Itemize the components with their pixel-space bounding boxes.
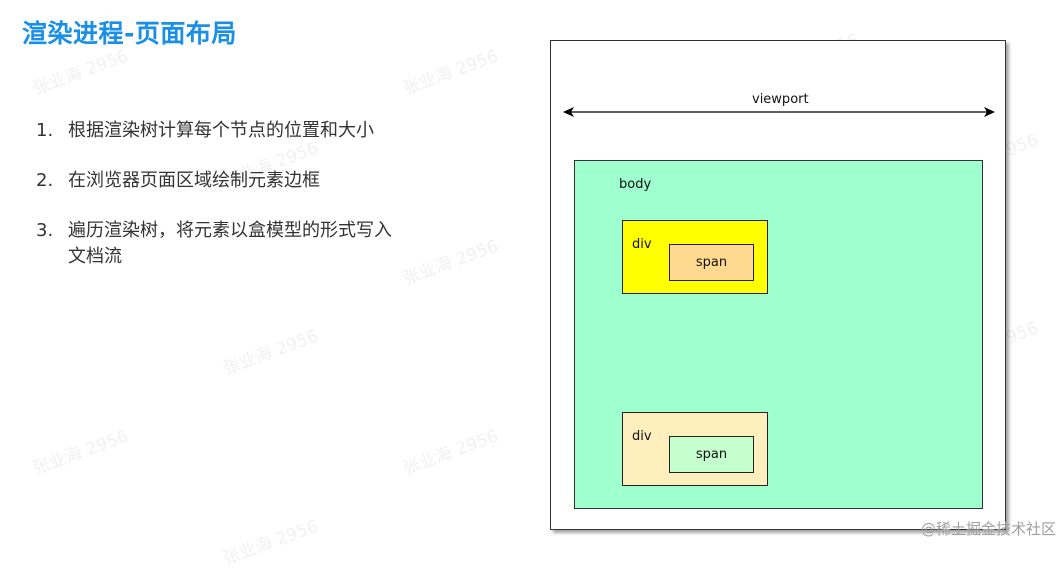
watermark: 张业海 2956 <box>30 46 131 100</box>
list-item-number: 3. <box>36 220 54 241</box>
source-credit: @稀土掘金技术社区 <box>920 520 1056 538</box>
list-item: 3. 遍历渲染树，将元素以盒模型的形式写入文档流 <box>36 218 416 270</box>
div-label-1: div <box>632 237 652 252</box>
step-list: 1. 根据渲染树计算每个节点的位置和大小 2. 在浏览器页面区域绘制元素边框 3… <box>36 118 416 294</box>
viewport-label: viewport <box>752 92 809 107</box>
div-label-2: div <box>632 429 652 444</box>
list-item-text: 在浏览器页面区域绘制元素边框 <box>68 170 320 191</box>
list-item-number: 1. <box>36 120 54 141</box>
body-label: body <box>619 177 652 192</box>
watermark: 张业海 2956 <box>220 516 321 569</box>
list-item: 1. 根据渲染树计算每个节点的位置和大小 <box>36 118 416 144</box>
list-item: 2. 在浏览器页面区域绘制元素边框 <box>36 168 416 194</box>
watermark: 张业海 2956 <box>220 326 321 380</box>
watermark: 张业海 2956 <box>400 46 501 100</box>
list-item-number: 2. <box>36 170 54 191</box>
list-item-text: 根据渲染树计算每个节点的位置和大小 <box>68 120 374 141</box>
watermark: 张业海 2956 <box>30 426 131 480</box>
list-item-text: 遍历渲染树，将元素以盒模型的形式写入文档流 <box>68 220 392 267</box>
watermark: 张业海 2956 <box>400 426 501 480</box>
viewport-arrow-icon <box>563 107 995 117</box>
span-box-1: span <box>669 244 754 281</box>
span-box-2: span <box>669 436 754 473</box>
page-title: 渲染进程-页面布局 <box>22 19 237 48</box>
